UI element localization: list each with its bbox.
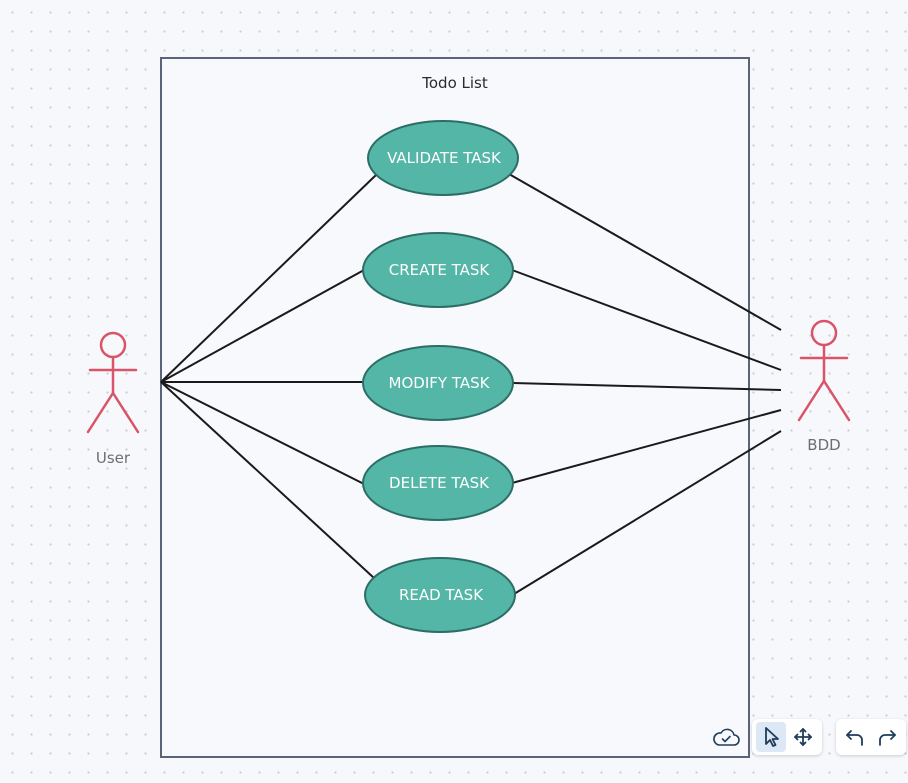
usecase-label: VALIDATE TASK: [387, 149, 502, 167]
connector-bdd-modify[interactable]: [512, 382, 782, 391]
actor-right-leg: [111, 391, 140, 434]
usecase-label: MODIFY TASK: [389, 374, 491, 392]
user-connectors: [160, 174, 377, 579]
usecase-read-task[interactable]: READ TASK: [364, 557, 516, 633]
actor-bdd-label: BDD: [807, 436, 840, 454]
actor-user-label: User: [96, 449, 131, 467]
usecase-label: DELETE TASK: [389, 474, 490, 492]
history-group: [836, 719, 906, 755]
actor-head: [810, 319, 838, 347]
connector-bdd-validate[interactable]: [508, 173, 782, 331]
usecase-label: READ TASK: [399, 586, 484, 604]
connector-bdd-create[interactable]: [511, 269, 782, 371]
actor-user[interactable]: [86, 331, 140, 434]
usecase-delete-task[interactable]: DELETE TASK: [362, 445, 514, 521]
usecase-validate-task[interactable]: VALIDATE TASK: [367, 120, 519, 196]
redo-icon[interactable]: [872, 722, 902, 752]
connector-bdd-delete[interactable]: [511, 409, 782, 484]
pointer-icon[interactable]: [756, 722, 786, 752]
actor-left-leg: [86, 391, 115, 434]
move-icon[interactable]: [788, 722, 818, 752]
usecase-label: CREATE TASK: [389, 261, 491, 279]
connector-user-validate[interactable]: [160, 174, 377, 383]
actor-right-leg: [822, 379, 851, 422]
connector-user-delete[interactable]: [160, 381, 365, 485]
actor-left-leg: [797, 379, 826, 422]
system-title: Todo List: [421, 74, 488, 92]
connector-user-read[interactable]: [160, 381, 375, 579]
connector-bdd-read[interactable]: [513, 430, 782, 595]
cloud-saved-icon[interactable]: [709, 722, 743, 752]
connector-user-create[interactable]: [160, 269, 365, 383]
usecase-modify-task[interactable]: MODIFY TASK: [362, 345, 514, 421]
tool-group: [752, 719, 822, 755]
bdd-connectors: [508, 173, 782, 595]
actor-bdd[interactable]: [797, 319, 851, 422]
undo-icon[interactable]: [840, 722, 870, 752]
usecase-create-task[interactable]: CREATE TASK: [362, 232, 514, 308]
actor-head: [99, 331, 127, 359]
